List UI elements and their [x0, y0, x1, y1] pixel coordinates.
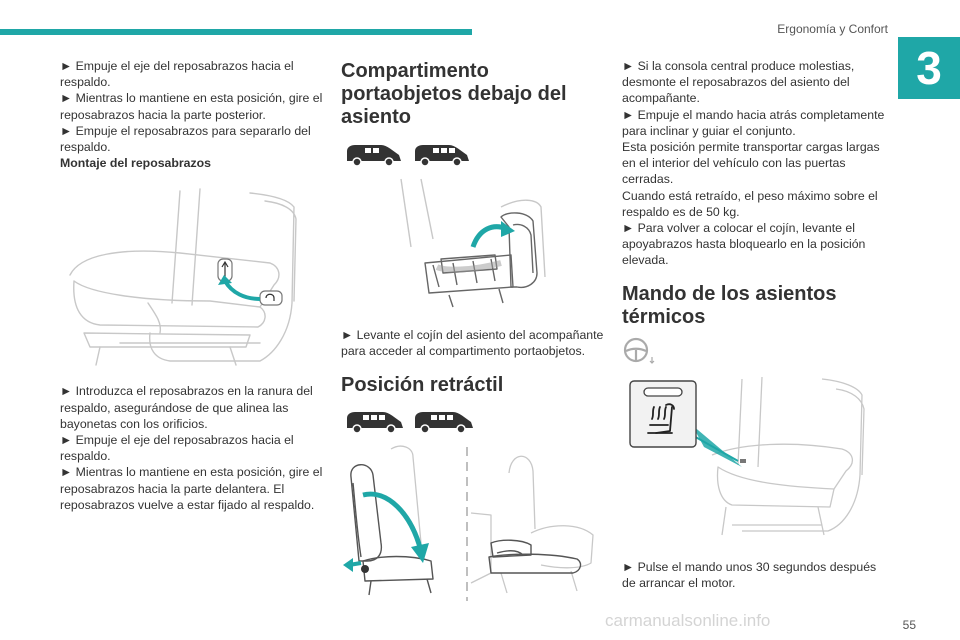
- seat-lever-icon: [361, 565, 369, 574]
- instruction-text: ► Empuje el eje del reposabrazos hacia e…: [60, 433, 294, 464]
- vehicle-variant-icons: [341, 409, 604, 437]
- section-heading: Mando de los asientos térmicos: [622, 282, 837, 328]
- instruction-text: ► Levante el cojín del asiento del acomp…: [341, 328, 604, 359]
- instruction-text: ► Pulse el mando unos 30 segundos despué…: [622, 559, 877, 590]
- column-3: ► Si la consola central produce molestia…: [622, 58, 887, 591]
- page-number: 55: [902, 618, 916, 632]
- instruction-text: ► Empuje el eje del reposabrazos hacia e…: [60, 59, 294, 90]
- van-icon: [347, 412, 473, 435]
- instruction-text: ► Mientras lo mantiene en esta posición,…: [60, 465, 323, 512]
- instruction-text: ► Mientras lo mantiene en esta posición,…: [60, 91, 323, 122]
- steering-wheel-icon: [623, 337, 655, 364]
- heated-seat-button-icon: [629, 379, 697, 448]
- armrest-mounting-illustration: [69, 188, 297, 367]
- heated-seat-control-illustration: [629, 376, 865, 535]
- vehicle-variant-icons: [341, 141, 604, 171]
- column-1: ► Empuje el eje del reposabrazos hacia e…: [60, 58, 325, 513]
- van-icon: [347, 145, 469, 167]
- chapter-tab: 3: [898, 37, 960, 99]
- instruction-text: ► Si la consola central produce molestia…: [622, 59, 855, 106]
- subheading: Montaje del reposabrazos: [60, 156, 212, 171]
- instruction-text: Cuando está retraído, el peso máximo sob…: [622, 188, 878, 219]
- instruction-text: ► Empuje el reposabrazos para separarlo …: [60, 123, 311, 155]
- instruction-text: Esta posición permite transportar cargas…: [622, 140, 880, 187]
- heated-seat-switch-marker: [740, 458, 746, 463]
- retractable-seat-illustration: [343, 446, 594, 602]
- column-2: Compartimento portaobjetos debajo del as…: [341, 60, 604, 603]
- section-heading: Compartimento portaobjetos debajo del as…: [341, 60, 567, 128]
- instruction-text: ► Empuje el mando hacia atrás completame…: [622, 107, 885, 138]
- underseat-storage-illustration: [400, 178, 546, 308]
- header-accent-bar: [0, 29, 472, 35]
- section-heading: Posición retráctil: [341, 374, 504, 397]
- instruction-text: ► Para volver a colocar el cojín, levant…: [622, 221, 866, 268]
- section-title: Ergonomía y Confort: [777, 22, 888, 36]
- watermark: carmanualsonline.info: [605, 611, 771, 630]
- instruction-text: ► Introduzca el reposabrazos en la ranur…: [60, 384, 313, 431]
